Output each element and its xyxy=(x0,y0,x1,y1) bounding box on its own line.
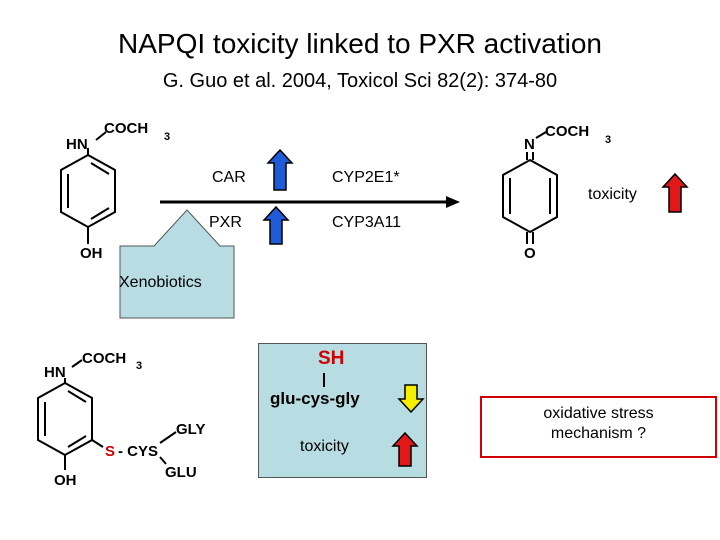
gsh-toxicity-up-arrow-icon xyxy=(391,431,419,467)
conjugate-sulfur: S xyxy=(105,443,116,460)
xenobiotics-label: Xenobiotics xyxy=(119,274,202,291)
reaction-arrow xyxy=(160,196,460,208)
napqi-acyl: COCH xyxy=(545,123,590,140)
conjugate-cys: - CYS xyxy=(118,443,159,460)
conjugate-acyl-subscript: 3 xyxy=(136,360,143,372)
gsh-toxicity-label: toxicity xyxy=(300,438,349,455)
conjugate-amine: HN xyxy=(44,364,66,381)
enzyme-cyp3a11-label: CYP3A11 xyxy=(332,214,402,231)
inducer-arrow xyxy=(119,209,235,319)
glutathione-down-arrow-icon xyxy=(397,384,425,414)
enzyme-cyp2e1-label: CYP2E1* xyxy=(332,169,400,186)
toxicity-up-arrow-icon xyxy=(661,172,689,213)
slide-subtitle: G. Guo et al. 2004, Toxicol Sci 82(2): 3… xyxy=(162,70,558,92)
gsh-arrows xyxy=(391,384,425,467)
conjugate-ring xyxy=(37,359,177,470)
receptor-car-label: CAR xyxy=(212,169,246,186)
receptor-pxr-label: PXR xyxy=(209,214,242,231)
mechanism-line-2: mechanism ? xyxy=(550,425,647,442)
acetaminophen-acyl-subscript: 3 xyxy=(164,131,171,143)
acetaminophen-hydroxyl: OH xyxy=(80,245,103,262)
pxr-up-arrow-icon xyxy=(262,205,290,245)
napqi-toxicity-label: toxicity xyxy=(588,186,637,203)
gsh-thiol-label: SH xyxy=(318,348,345,369)
slide-title: NAPQI toxicity linked to PXR activation xyxy=(118,28,602,59)
napqi-acyl-subscript: 3 xyxy=(605,134,612,146)
glutathione-panel: SH glu-cys-gly toxicity xyxy=(258,343,427,478)
conjugate-glu: GLU xyxy=(165,464,197,481)
conjugate-gly: GLY xyxy=(176,421,206,438)
gsh-thiol-bond xyxy=(323,373,325,387)
mechanism-line-1: oxidative stress xyxy=(543,405,654,422)
acetaminophen-amine: HN xyxy=(66,136,88,153)
conjugate-hydroxyl: OH xyxy=(54,472,77,489)
mechanism-box: oxidative stress mechanism ? xyxy=(480,396,717,458)
gsh-peptide-label: glu-cys-gly xyxy=(270,389,360,408)
napqi-ring xyxy=(502,131,558,244)
acetaminophen-acyl: COCH xyxy=(104,120,149,137)
conjugate-acyl: COCH xyxy=(82,350,127,367)
napqi-carbonyl: O xyxy=(524,245,536,262)
acetaminophen-ring xyxy=(60,131,116,244)
napqi-imine: N xyxy=(524,136,535,153)
car-up-arrow-icon xyxy=(266,148,294,191)
